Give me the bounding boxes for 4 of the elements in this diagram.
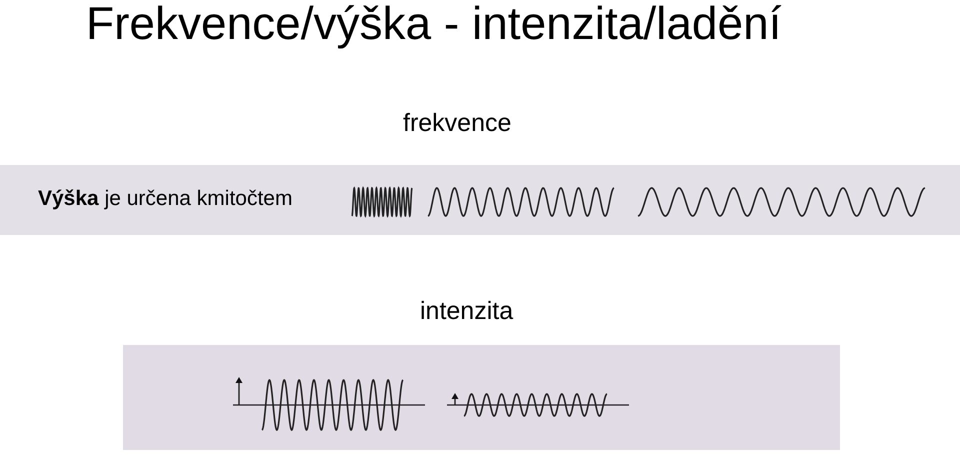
caption: Výška je určena kmitočtem: [38, 186, 292, 212]
section-heading: frekvence: [403, 108, 512, 138]
title: Frekvence/výška - intenzita/ladění: [86, 0, 782, 46]
section-heading: intenzita: [420, 296, 514, 326]
